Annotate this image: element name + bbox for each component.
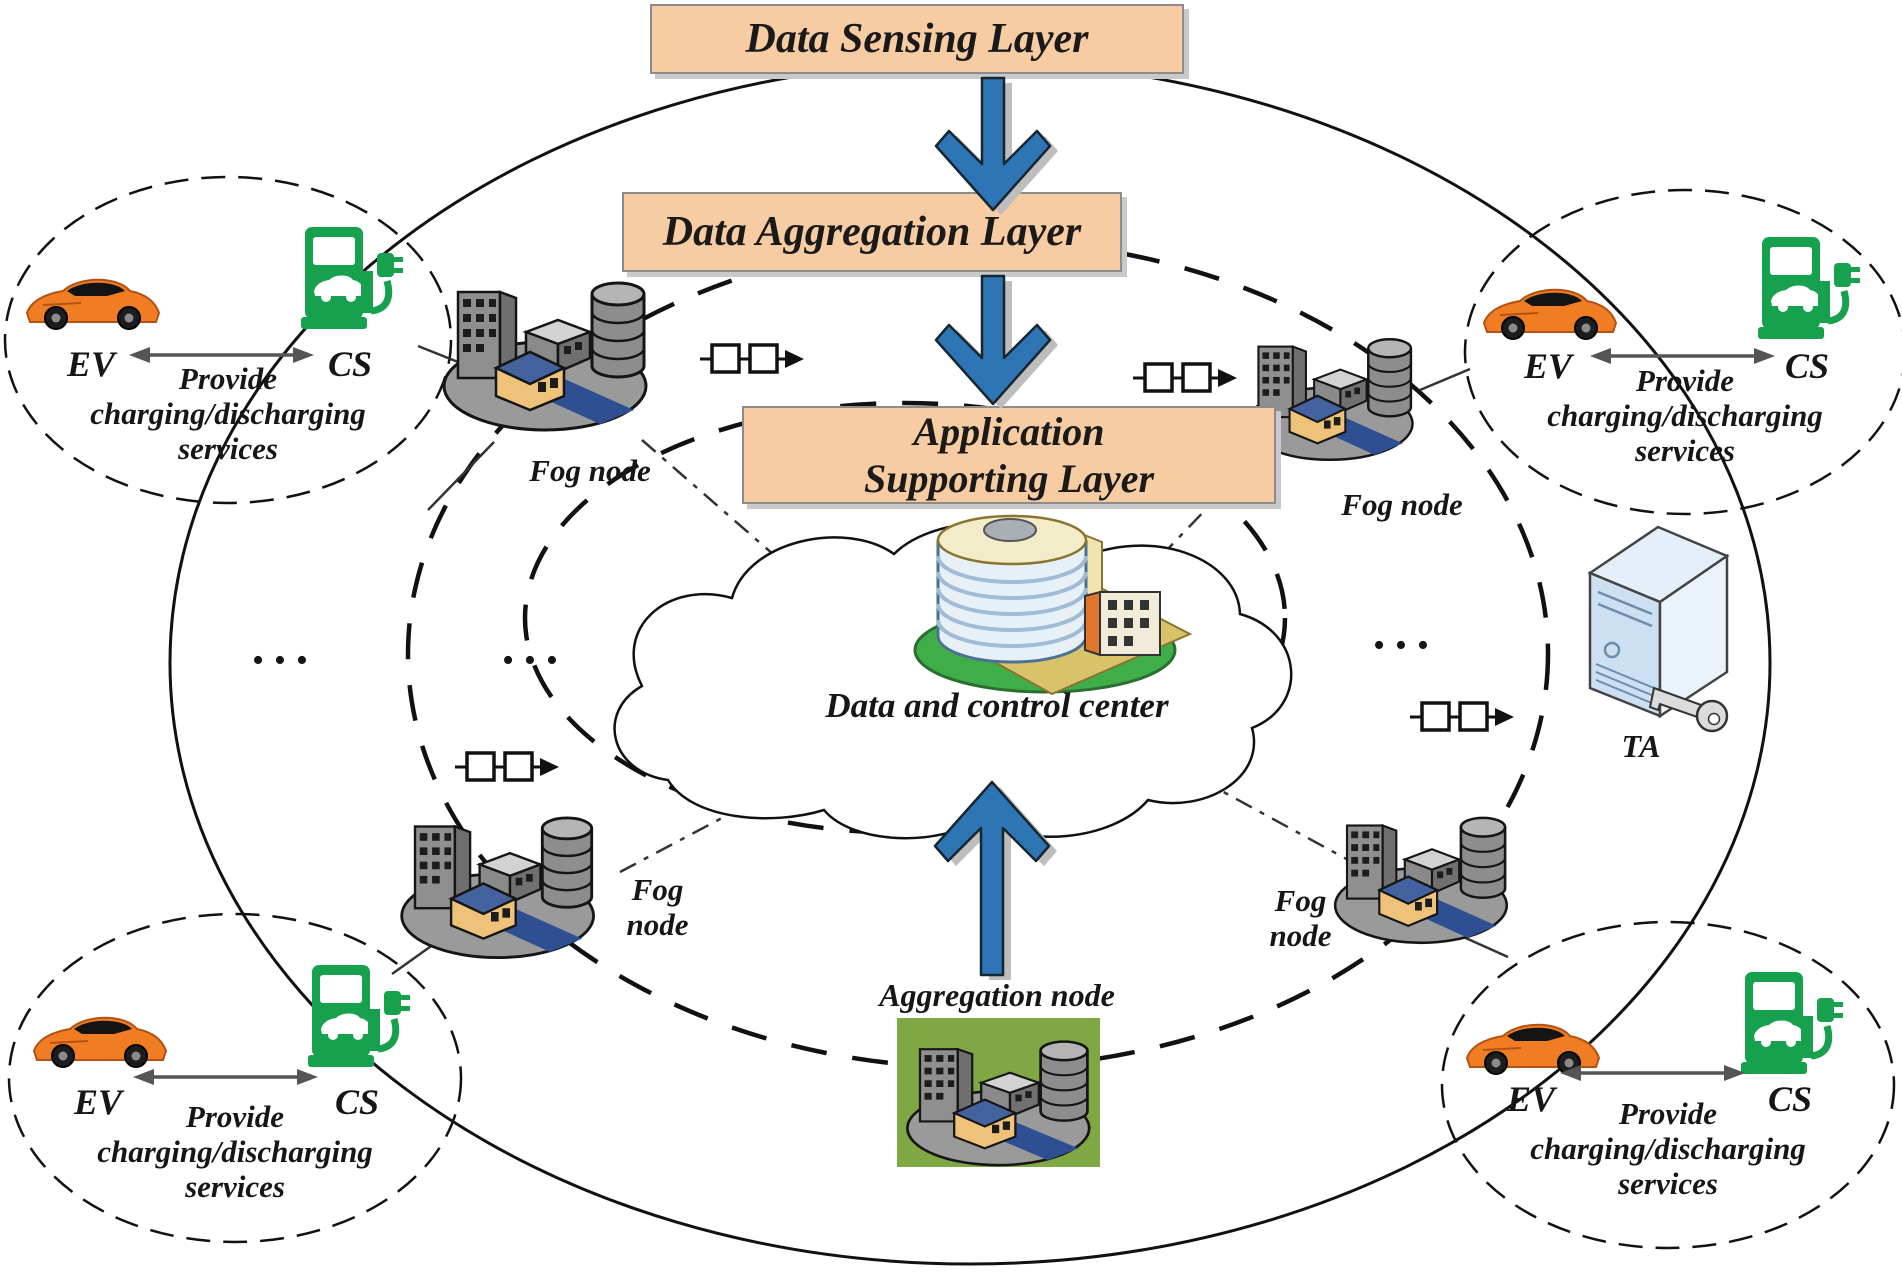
packet-flow-icon bbox=[453, 751, 561, 782]
down-arrow-aggregation-to-application bbox=[934, 274, 1052, 406]
service-text-line3: services bbox=[178, 431, 278, 466]
service-text-line2: charging/discharging bbox=[97, 1134, 373, 1169]
ev-cs-arrow bbox=[1558, 1063, 1747, 1083]
ellipsis-dots: ••• bbox=[252, 642, 318, 679]
application-supporting-layer-box: Application Supporting Layer bbox=[742, 406, 1276, 504]
charging-station-icon bbox=[1741, 972, 1843, 1074]
fog-node-label: Fog node bbox=[600, 872, 715, 942]
data-sensing-layer-box: Data Sensing Layer bbox=[650, 4, 1184, 74]
application-layer-label-line2: Supporting Layer bbox=[863, 456, 1155, 501]
ta-server-icon bbox=[1587, 525, 1730, 733]
data-aggregation-layer-label: Data Aggregation Layer bbox=[662, 209, 1082, 255]
ellipsis-dots: ••• bbox=[502, 642, 568, 679]
data-aggregation-layer-box: Data Aggregation Layer bbox=[622, 192, 1122, 272]
charging-station-icon bbox=[1758, 237, 1860, 339]
fog-node-label-line1: Fog bbox=[631, 872, 684, 907]
fog-node-label-line2: node bbox=[1269, 917, 1332, 953]
ev-car-icon bbox=[1466, 1023, 1600, 1075]
fog-node-label: Fog node bbox=[1243, 883, 1358, 953]
up-arrow-aggregation-node-to-cloud bbox=[933, 780, 1051, 977]
data-center-building-icon bbox=[913, 514, 1193, 696]
packet-flow-icon bbox=[1131, 362, 1239, 393]
service-text-line3: services bbox=[1635, 433, 1735, 468]
charging-station-icon bbox=[301, 227, 403, 329]
ellipsis-dots: ••• bbox=[1373, 627, 1439, 664]
service-text-line1: Provide bbox=[1618, 1096, 1718, 1131]
fog-node-label: Fog node bbox=[1341, 487, 1463, 522]
service-text-line2: charging/discharging bbox=[90, 396, 366, 431]
fog-node-icon bbox=[1333, 816, 1509, 945]
charging-station-icon bbox=[308, 965, 410, 1067]
fog-node-label: Fog node bbox=[529, 453, 651, 488]
data-sensing-layer-label: Data Sensing Layer bbox=[745, 16, 1089, 62]
data-control-center-label: Data and control center bbox=[825, 686, 1169, 725]
down-arrow-sensing-to-aggregation bbox=[934, 76, 1052, 212]
fog-node-label-line1: Fog bbox=[1274, 883, 1327, 918]
key-icon bbox=[1648, 686, 1729, 733]
service-text-line1: Provide bbox=[185, 1099, 285, 1134]
fog-node-label-line2: node bbox=[626, 906, 689, 942]
ev-cs-arrow bbox=[1588, 346, 1777, 366]
service-text-line1: Provide bbox=[1635, 363, 1735, 398]
ev-car-icon bbox=[1483, 288, 1617, 340]
packet-flow-icon bbox=[698, 343, 806, 374]
service-text-line2: charging/discharging bbox=[1530, 1131, 1806, 1166]
service-text-line3: services bbox=[185, 1169, 285, 1204]
service-text-line3: services bbox=[1618, 1166, 1718, 1201]
ev-cs-arrow bbox=[131, 1067, 320, 1087]
cloud-shape bbox=[613, 521, 1293, 840]
service-text-line1: Provide bbox=[178, 361, 278, 396]
ev-car-icon bbox=[33, 1016, 167, 1068]
application-layer-label-line1: Application bbox=[913, 408, 1105, 454]
aggregation-node-icon bbox=[897, 1018, 1100, 1167]
aggregation-node-label: Aggregation node bbox=[879, 977, 1115, 1013]
service-text-line2: charging/discharging bbox=[1547, 398, 1823, 433]
ev-car-icon bbox=[26, 278, 160, 330]
fog-node-icon bbox=[400, 816, 596, 960]
fog-node-icon bbox=[442, 281, 648, 432]
packet-flow-icon bbox=[1408, 701, 1516, 732]
trusted-authority-label: TA bbox=[1621, 728, 1661, 764]
